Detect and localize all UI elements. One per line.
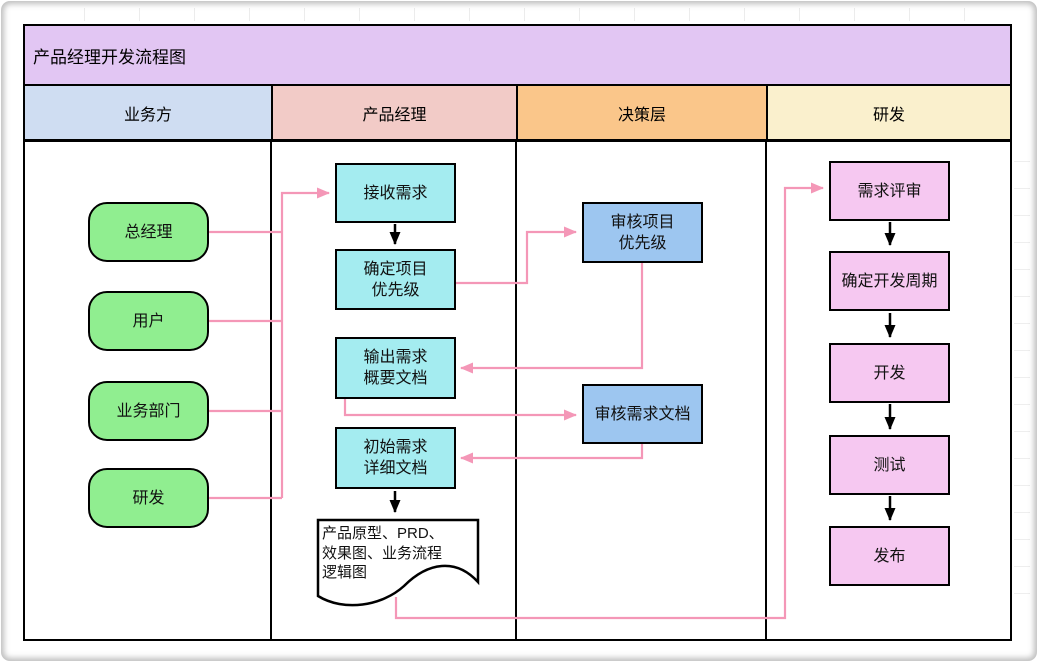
node-review-requirement-doc: 审核需求文档 <box>582 384 703 444</box>
spreadsheet-gridlines-right <box>1014 150 1030 620</box>
node-document-artifacts: 产品原型、PRD、 效果图、业务流程 逻辑图 <box>322 525 444 581</box>
node-business-dept: 业务部门 <box>88 381 209 441</box>
lane-header-dev: 研发 <box>766 86 1010 139</box>
node-set-dev-cycle: 确定开发周期 <box>829 251 950 311</box>
lane-header-pm: 产品经理 <box>271 86 516 139</box>
lane-header-decision: 决策层 <box>516 86 766 139</box>
node-review-priority: 审核项目 优先级 <box>582 202 703 263</box>
lane-divider-2 <box>515 142 517 639</box>
title-band: 产品经理开发流程图 <box>25 26 1010 86</box>
node-requirement-review: 需求评审 <box>829 161 950 221</box>
spreadsheet-gridlines-top <box>30 8 1010 21</box>
node-test: 测试 <box>829 435 950 495</box>
node-general-manager: 总经理 <box>88 202 209 262</box>
lane-divider-3 <box>765 142 767 639</box>
lane-header-business: 业务方 <box>25 86 271 139</box>
lane-divider-1 <box>270 142 272 639</box>
node-user: 用户 <box>88 291 209 351</box>
node-develop: 开发 <box>829 343 950 403</box>
node-output-summary-doc: 输出需求 概要文档 <box>335 337 456 399</box>
swimlane-header-row: 业务方 产品经理 决策层 研发 <box>25 86 1010 142</box>
node-release: 发布 <box>829 526 950 586</box>
node-rd-source: 研发 <box>88 468 209 528</box>
diagram-title: 产品经理开发流程图 <box>33 47 186 67</box>
node-initial-detail-doc: 初始需求 详细文档 <box>335 427 456 489</box>
node-set-priority: 确定项目 优先级 <box>335 249 456 310</box>
node-receive-requirements: 接收需求 <box>335 163 456 223</box>
